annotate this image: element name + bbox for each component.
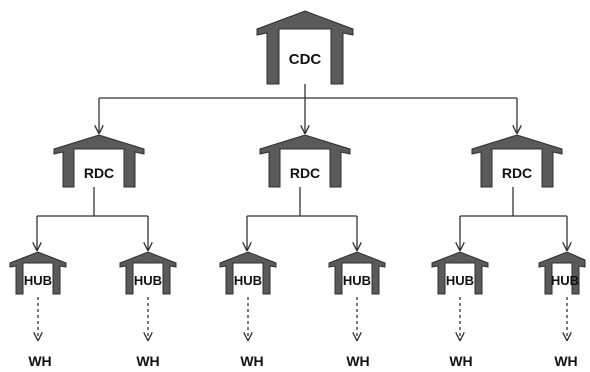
hub-node: HUB — [538, 251, 586, 295]
hub-to-wh-arrows — [38, 297, 567, 340]
rdc-label: RDC — [84, 165, 114, 181]
hub-node: HUB — [119, 251, 177, 295]
hub-node: HUB — [219, 251, 277, 295]
rdc-node: RDC — [259, 134, 351, 188]
rdc-label: RDC — [290, 165, 320, 181]
cdc-node: CDC — [256, 10, 354, 85]
rdc-warehouse-icon — [259, 134, 351, 188]
hub-label: HUB — [24, 273, 52, 288]
rdc-label: RDC — [502, 165, 532, 181]
hub-warehouse-icon — [119, 251, 177, 295]
hub-label: HUB — [446, 273, 474, 288]
wh-label: WH — [240, 353, 263, 369]
hub-label: HUB — [234, 273, 262, 288]
hub-label: HUB — [343, 273, 371, 288]
hub-node: HUB — [9, 251, 67, 295]
hub-node: HUB — [431, 251, 489, 295]
rdc-node: RDC — [53, 134, 145, 188]
cdc-connectors — [99, 84, 517, 133]
rdc-node: RDC — [471, 134, 563, 188]
hub-warehouse-icon — [219, 251, 277, 295]
hub-label: HUB — [134, 273, 162, 288]
hub-warehouse-icon — [538, 251, 586, 295]
wh-label: WH — [346, 353, 369, 369]
wh-label: WH — [554, 353, 577, 369]
wh-label: WH — [136, 353, 159, 369]
hub-warehouse-icon — [9, 251, 67, 295]
hub-warehouse-icon — [431, 251, 489, 295]
hub-warehouse-icon — [328, 251, 386, 295]
hub-label: HUB — [551, 273, 579, 288]
rdc-connectors — [37, 187, 567, 250]
wh-labels: WH WH WH WH WH WH — [28, 353, 577, 369]
wh-label: WH — [449, 353, 472, 369]
rdc-warehouse-icon — [53, 134, 145, 188]
rdc-warehouse-icon — [471, 134, 563, 188]
cdc-label: CDC — [289, 51, 322, 68]
hub-node: HUB — [328, 251, 386, 295]
wh-label: WH — [28, 353, 51, 369]
cdc-warehouse-icon — [256, 10, 354, 85]
